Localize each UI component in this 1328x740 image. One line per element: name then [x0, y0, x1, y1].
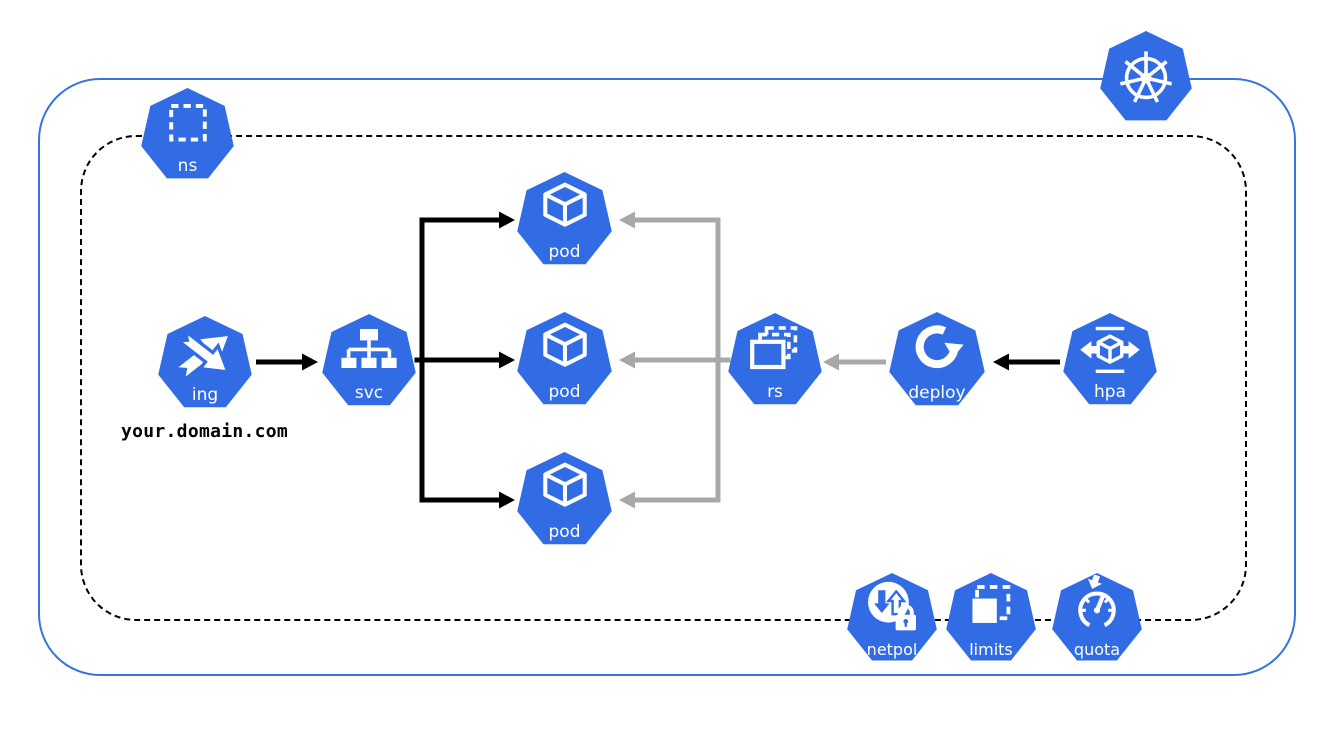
node-service: svc — [321, 314, 417, 410]
namespace-heptagon — [141, 88, 234, 179]
service-branch-trunk — [414, 217, 425, 503]
deployment-label: deploy — [908, 383, 966, 403]
netpol-label: netpol — [866, 640, 918, 659]
limits-icon — [972, 585, 1011, 623]
replicaset-label: rs — [767, 382, 783, 402]
node-limits: limits — [945, 573, 1037, 665]
service-icon — [341, 329, 397, 368]
node-netpol: netpol — [846, 573, 938, 665]
ingress-host-annotation: your.domain.com — [121, 421, 289, 442]
node-namespace: ns — [140, 88, 235, 183]
replicaset-icon — [750, 326, 798, 370]
ingress-label: ing — [191, 385, 219, 405]
cluster-boundary — [38, 78, 1296, 676]
node-ingress: ing — [157, 316, 253, 412]
node-deployment: deploy — [888, 312, 986, 410]
pod-label: pod — [548, 242, 581, 262]
hpa-label: hpa — [1094, 382, 1126, 402]
namespace-boundary — [80, 135, 1247, 621]
quota-label: quota — [1073, 640, 1121, 659]
node-replicaset: rs — [727, 313, 823, 409]
pod-icon — [542, 182, 587, 227]
node-pod-3: pod — [516, 452, 613, 549]
netpol-icon — [868, 581, 916, 631]
limits-label: limits — [969, 640, 1013, 659]
hpa-icon — [1080, 326, 1140, 374]
pod-icon — [542, 322, 587, 367]
namespace-icon — [168, 104, 207, 142]
namespace-label: ns — [177, 156, 198, 176]
pod-icon — [542, 462, 587, 507]
quota-heptagon — [1052, 573, 1142, 661]
quota-icon — [1078, 575, 1116, 628]
node-quota: quota — [1051, 573, 1143, 665]
service-label: svc — [354, 383, 384, 403]
node-hpa: hpa — [1062, 313, 1158, 409]
pod-label: pod — [548, 522, 581, 542]
ingress-icon — [174, 327, 231, 377]
node-pod-1: pod — [516, 172, 613, 269]
deployment-icon — [915, 325, 964, 369]
node-kubernetes — [1099, 31, 1193, 125]
pod-label: pod — [548, 382, 581, 402]
node-pod-2: pod — [516, 312, 613, 409]
kubernetes-wheel-icon — [1119, 51, 1173, 103]
